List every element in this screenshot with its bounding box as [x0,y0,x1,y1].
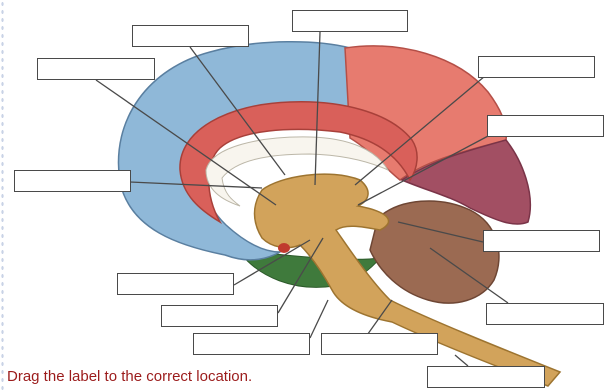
drop-target-top-left[interactable] [132,25,249,47]
drop-target-upper-left[interactable] [37,58,155,80]
cerebellum [370,201,499,303]
drop-target-bottom-center[interactable] [321,333,438,355]
leader-line [455,355,468,366]
drop-target-bottom-left[interactable] [193,333,310,355]
instruction-text: Drag the label to the correct location. [7,368,252,385]
drop-target-top-center[interactable] [292,10,408,32]
drop-target-lower-left-2[interactable] [161,305,278,327]
drop-target-left-mid[interactable] [14,170,131,192]
drop-target-lower-left-1[interactable] [117,273,234,295]
drop-target-right-mid-upper[interactable] [487,115,604,137]
drop-target-bottom-right[interactable] [427,366,545,388]
drop-target-right-lower[interactable] [483,230,600,252]
pituitary-region [278,243,290,253]
drop-target-right-bottom[interactable] [486,303,604,325]
drop-target-upper-right[interactable] [478,56,595,78]
